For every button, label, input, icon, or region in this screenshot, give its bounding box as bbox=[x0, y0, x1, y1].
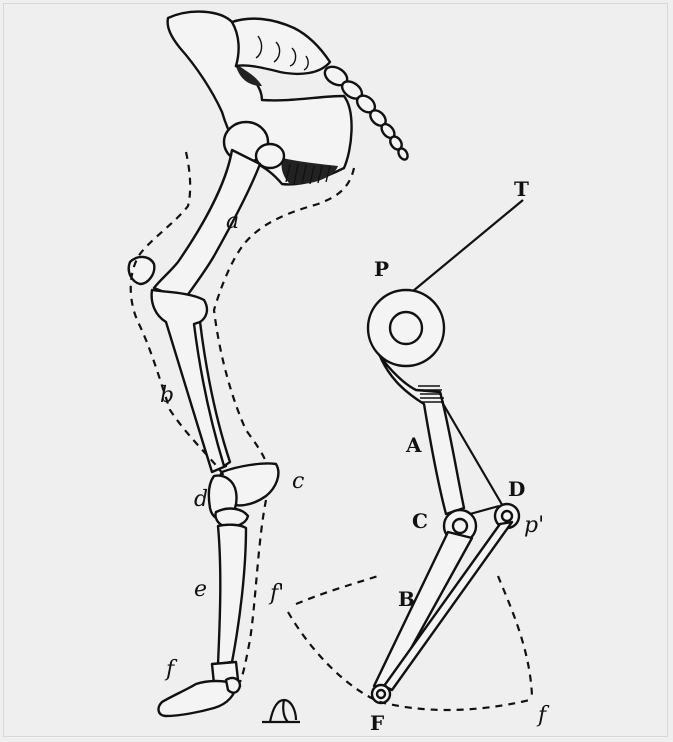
joint-c-pin bbox=[453, 519, 467, 533]
label-p-prime: p' bbox=[524, 513, 544, 538]
label-D: D bbox=[508, 477, 525, 501]
label-a: a bbox=[226, 209, 239, 234]
foot-joint-pin bbox=[377, 690, 385, 698]
label-f-right: f bbox=[536, 703, 550, 728]
patella bbox=[129, 257, 155, 284]
label-B: B bbox=[398, 587, 415, 611]
skeletal-hind-limb bbox=[129, 12, 410, 722]
hoof bbox=[159, 681, 236, 716]
joint-p-prime-pin bbox=[502, 511, 512, 521]
label-f: f bbox=[164, 657, 178, 682]
label-d: d bbox=[194, 487, 208, 512]
label-f-prime: f' bbox=[268, 581, 284, 606]
pulley-p-axle bbox=[390, 312, 422, 344]
label-c: c bbox=[292, 469, 304, 494]
label-C: C bbox=[412, 509, 428, 533]
label-A: A bbox=[405, 433, 422, 457]
label-P: P bbox=[374, 257, 389, 281]
travel-arc-right bbox=[498, 576, 532, 696]
link-b bbox=[374, 532, 472, 690]
label-F: F bbox=[370, 711, 384, 735]
travel-arc bbox=[296, 576, 378, 604]
label-T: T bbox=[514, 177, 529, 201]
dewclaw bbox=[226, 678, 240, 693]
metatarsal bbox=[218, 525, 246, 664]
sacrum bbox=[232, 19, 330, 74]
label-e: e bbox=[194, 577, 207, 602]
link-a bbox=[380, 356, 464, 514]
hoof-sketch bbox=[262, 700, 300, 722]
label-b: b bbox=[160, 383, 174, 408]
tibia bbox=[152, 290, 226, 472]
tendon-line bbox=[407, 200, 523, 296]
